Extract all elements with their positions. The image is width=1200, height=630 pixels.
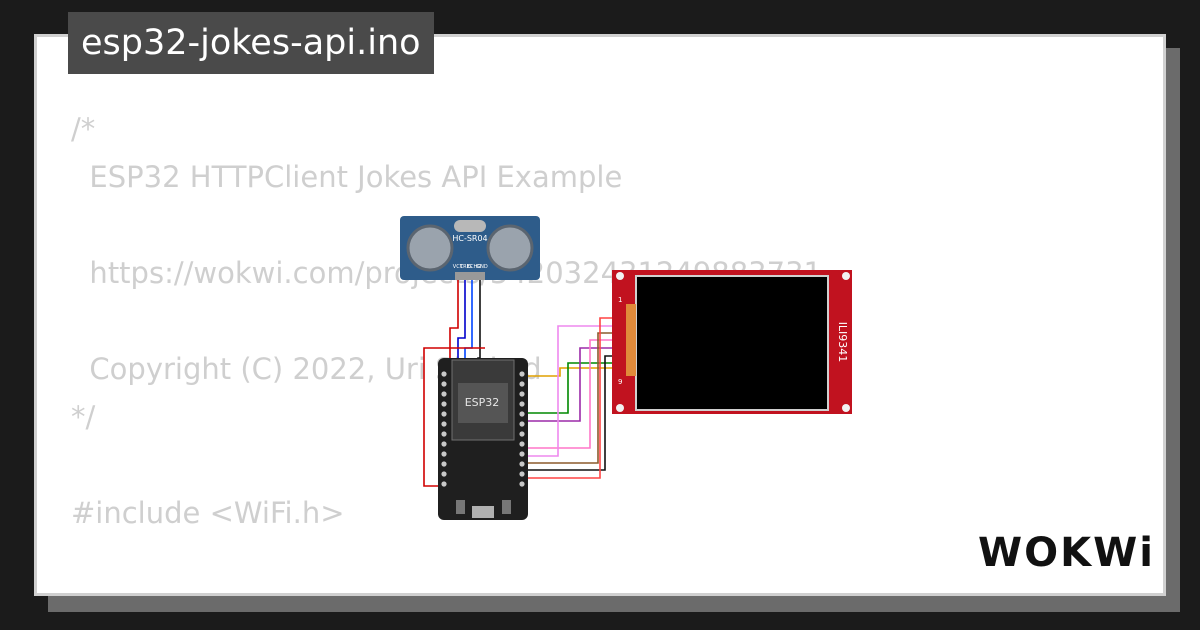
code-line: #include <Adafruit_GFX.h> bbox=[71, 592, 475, 593]
display-connector bbox=[626, 304, 636, 376]
sensor-transducer-right bbox=[486, 224, 534, 272]
code-line: /* bbox=[71, 112, 96, 146]
sensor-crystal bbox=[454, 220, 486, 232]
ili9341-display[interactable]: ILI9341 1 9 bbox=[612, 270, 852, 414]
sensor-pin-trig: TRIG bbox=[459, 264, 472, 270]
hcsr04-sensor[interactable]: HC-SR04 VCC TRIG ECHO GND bbox=[400, 216, 540, 280]
file-tab-label: esp32-jokes-api.ino bbox=[81, 23, 421, 63]
code-line: ESP32 HTTPClient Jokes API Example bbox=[71, 160, 623, 194]
sensor-transducer-left bbox=[406, 224, 454, 272]
display-pin-last: 9 bbox=[618, 378, 622, 386]
display-label: ILI9341 bbox=[836, 322, 849, 363]
sensor-pin-echo: ECHO bbox=[467, 264, 481, 270]
wires bbox=[423, 278, 614, 487]
board-pins-right bbox=[519, 371, 525, 487]
esp32-board[interactable]: ESP32 bbox=[438, 358, 528, 520]
display-pin-first: 1 bbox=[618, 296, 622, 304]
boot-button[interactable] bbox=[456, 500, 465, 514]
reset-button[interactable] bbox=[502, 500, 511, 514]
code-line: #include <WiFi.h> bbox=[71, 496, 345, 530]
display-screen bbox=[635, 275, 829, 411]
circuit-diagram: HC-SR04 VCC TRIG ECHO GND ESP32 bbox=[400, 216, 852, 520]
sensor-pin-gnd: GND bbox=[476, 264, 488, 270]
wokwi-logo: WOKWi bbox=[978, 530, 1155, 576]
file-tab[interactable]: esp32-jokes-api.ino bbox=[68, 12, 434, 74]
preview-card: /* ESP32 HTTPClient Jokes API Example ht… bbox=[34, 34, 1166, 596]
code-line: */ bbox=[71, 400, 96, 434]
code-preview: /* ESP32 HTTPClient Jokes API Example ht… bbox=[71, 105, 822, 593]
sensor-label: HC-SR04 bbox=[452, 234, 487, 243]
board-label: ESP32 bbox=[465, 396, 500, 409]
board-pins-left bbox=[441, 371, 447, 487]
usb-port bbox=[472, 506, 494, 518]
sensor-pin-vcc: VCC bbox=[453, 264, 464, 270]
